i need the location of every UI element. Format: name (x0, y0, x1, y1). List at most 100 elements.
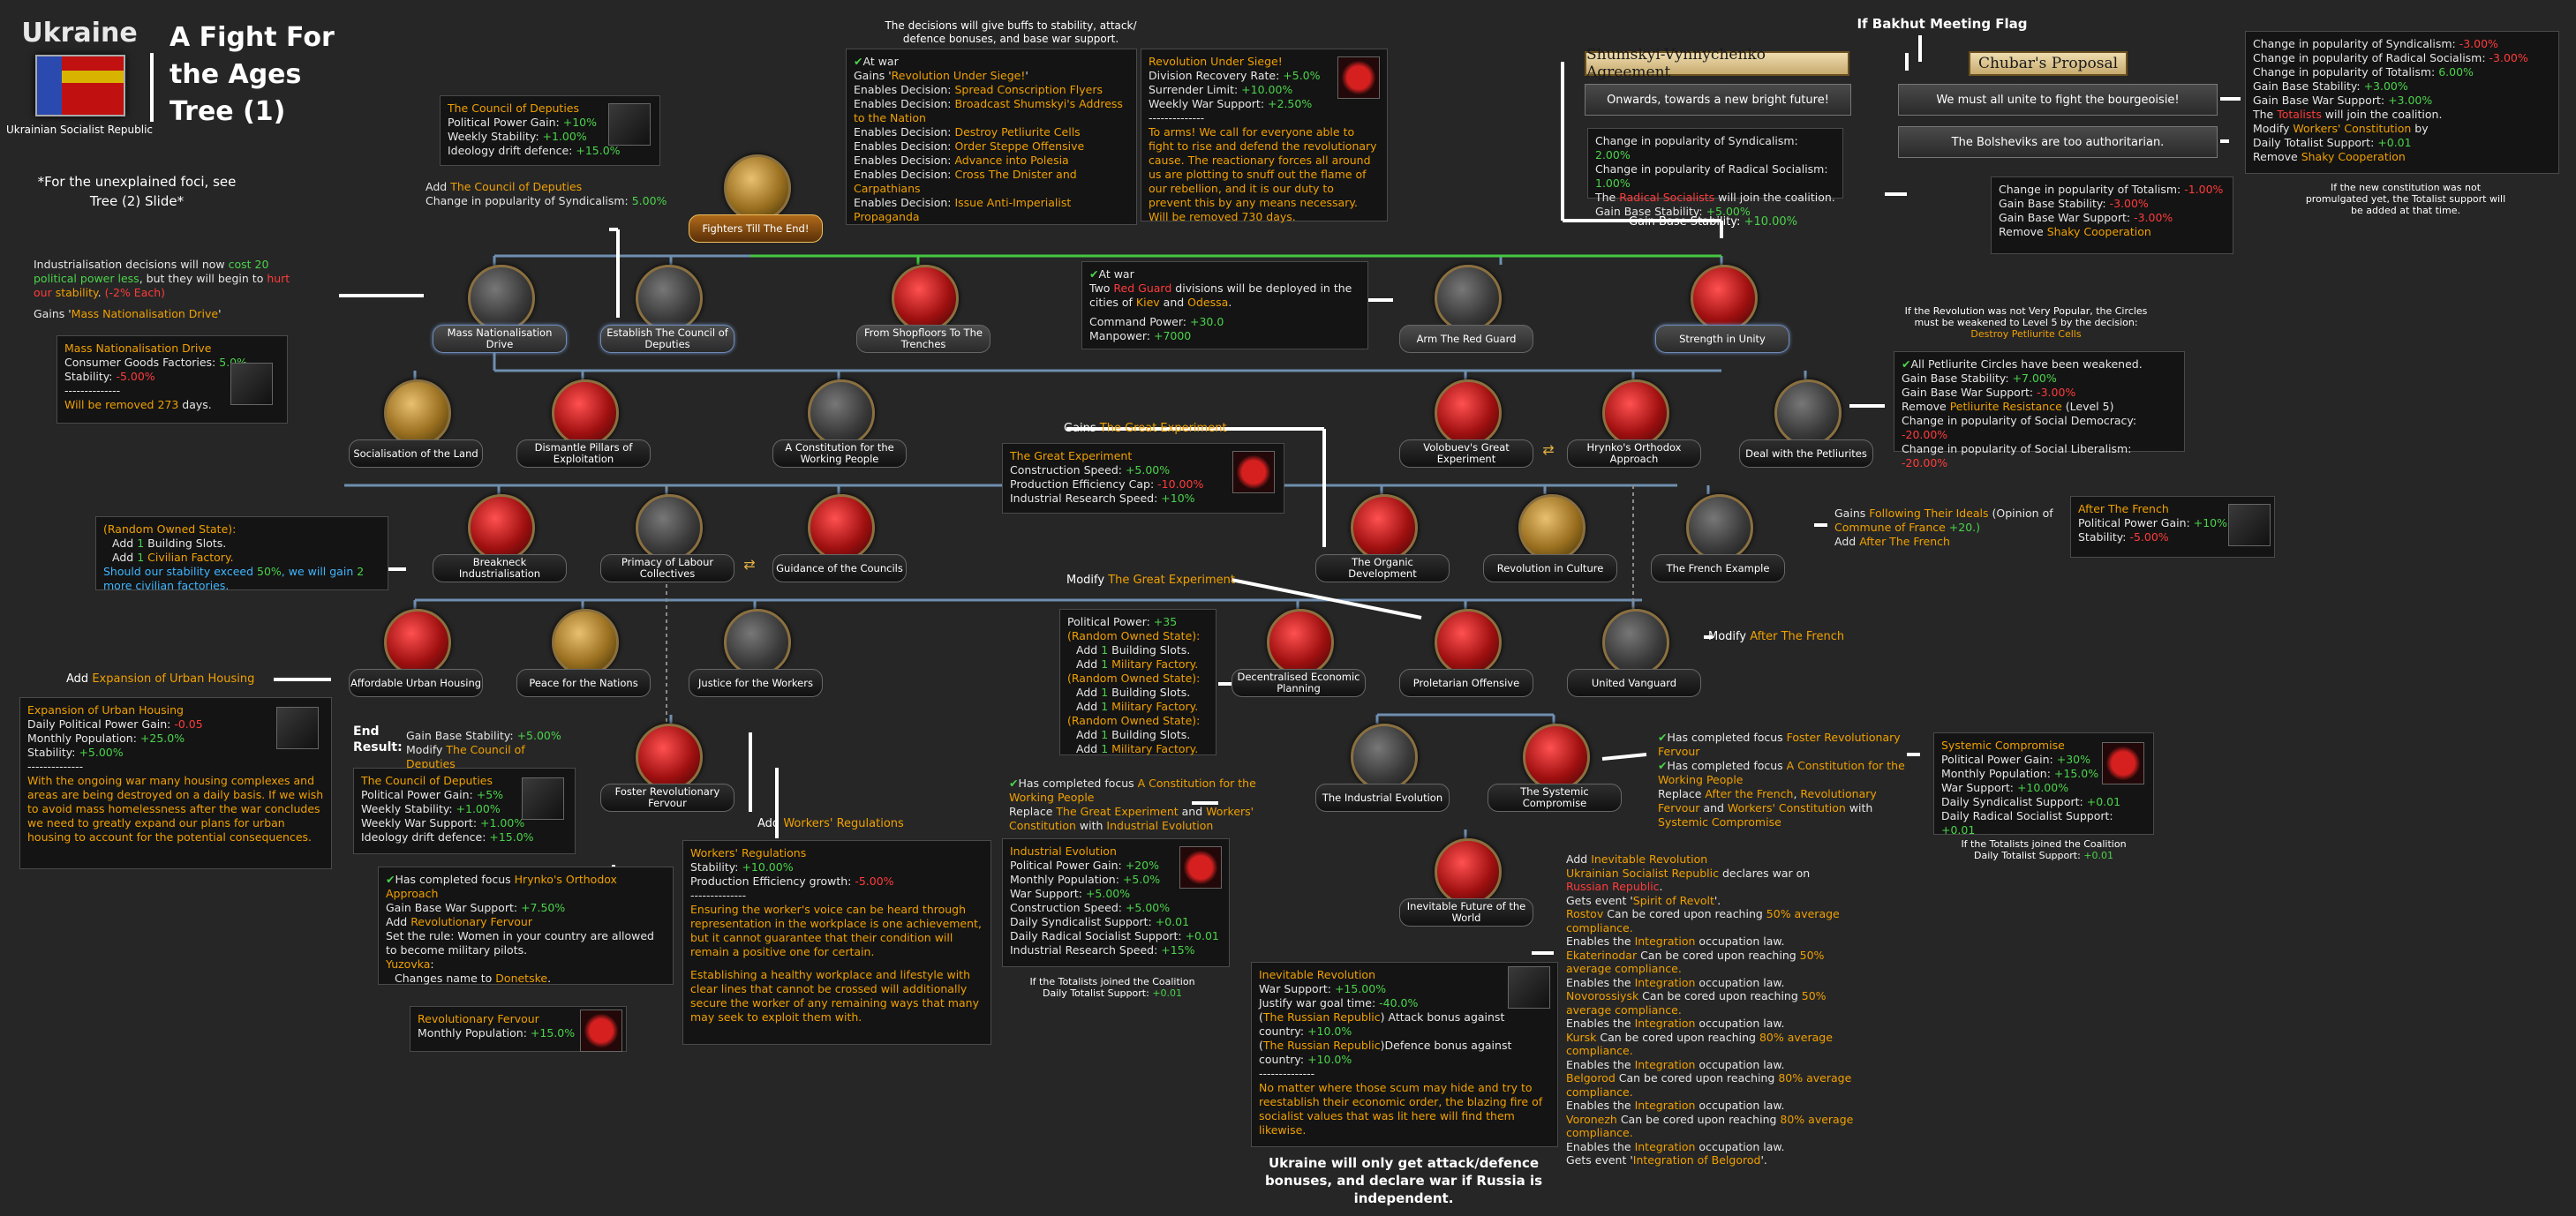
totalists-note-industrial: If the Totalists joined the Coalition Da… (1015, 976, 1209, 999)
industrial-image (1179, 846, 1222, 889)
tooltip-council-end-result: The Council of Deputies Political Power … (353, 768, 576, 854)
fervour-image (580, 1010, 622, 1052)
tooltip-decentralised-planning: Political Power: +35 (Random Owned State… (1059, 609, 1216, 755)
focus-icon (552, 379, 619, 447)
tooltip-council-deputies: The Council of Deputies Political Power … (440, 95, 660, 166)
option-onwards-button[interactable]: Onwards, towards a new bright future! (1585, 84, 1851, 116)
french-image (2228, 504, 2271, 546)
focus-organic-development[interactable]: The Organic Development (1315, 494, 1448, 600)
systemic-compromise-prereq: ✔Has completed focus Foster Revolutionar… (1651, 725, 1916, 829)
focus-deal-with-petliurites[interactable]: Deal with the Petliurites (1739, 379, 1872, 485)
industrial-evolution-prereq: ✔Has completed focus A Constitution for … (1002, 771, 1267, 833)
focus-proletarian-offensive[interactable]: Proletarian Offensive (1399, 609, 1532, 715)
council-end-image (522, 777, 564, 820)
modify-after-the-french: Modify After The French (1708, 630, 1844, 643)
russia-independent-note: Ukraine will only get attack/defence bon… (1254, 1154, 1554, 1207)
focus-icon (724, 154, 791, 221)
focus-industrial-evolution[interactable]: The Industrial Evolution (1315, 724, 1448, 829)
tooltip-mass-nationalisation: Mass Nationalisation Drive Consumer Good… (56, 335, 288, 424)
focus-icon (808, 494, 875, 561)
decision-shumskyi-agreement[interactable]: Shumskyi-Vynnychenko Agreement (1585, 51, 1849, 76)
focus-icon (724, 609, 791, 676)
systemic-image (2102, 742, 2144, 784)
tooltip-great-experiment: The Great Experiment Construction Speed:… (1002, 443, 1284, 514)
add-workers-regulations: Add Workers' Regulations (757, 817, 904, 830)
country-name: Ukraine (9, 18, 150, 49)
country-subtitle: Ukrainian Socialist Republic (0, 124, 159, 136)
focus-french-example[interactable]: The French Example (1651, 494, 1783, 600)
focus-icon (1351, 494, 1418, 561)
french-example-effects: Gains Following Their Ideals (Opinion of… (1827, 501, 2064, 552)
focus-icon (1435, 838, 1502, 905)
focus-fighters-till-the-end[interactable]: Fighters Till The End! (689, 154, 821, 260)
focus-icon (1523, 724, 1590, 791)
focus-inevitable-future[interactable]: Inevitable Future of the World (1399, 838, 1532, 944)
modify-great-experiment: Modify The Great Experiment (1066, 574, 1235, 587)
tooltip-deal-with-petliurites: ✔All Petliurite Circles have been weaken… (1894, 351, 2185, 452)
focus-icon (468, 265, 535, 332)
focus-shopfloors-to-trenches[interactable]: From Shopfloors To The Trenches (856, 265, 989, 371)
focus-icon (1435, 609, 1502, 676)
focus-systemic-compromise[interactable]: The Systemic Compromise (1488, 724, 1620, 829)
housing-image (276, 707, 319, 749)
industrialisation-note: Industrialisation decisions will now cos… (26, 252, 318, 332)
focus-constitution-working-people[interactable]: A Constitution for the Working People (772, 379, 905, 485)
focus-icon (892, 265, 959, 332)
focus-hrynko-orthodox-approach[interactable]: Hrynko's Orthodox Approach (1567, 379, 1699, 485)
focus-icon (1518, 494, 1586, 561)
tooltip-revolution-under-siege: Revolution Under Siege! Division Recover… (1141, 49, 1388, 221)
mutually-exclusive-icon: ⇄ (742, 556, 757, 575)
focus-decentralised-planning[interactable]: Decentralised Economic Planning (1232, 609, 1364, 715)
focus-primacy-labour-collectives[interactable]: Primacy of Labour Collectives (600, 494, 733, 600)
focus-arm-the-red-guard[interactable]: Arm The Red Guard (1399, 265, 1532, 371)
option-unite-button[interactable]: We must all unite to fight the bourgeois… (1898, 84, 2218, 116)
tooltip-red-guard: ✔At war Two Red Guard divisions will be … (1081, 261, 1368, 349)
decisions-note: The decisions will give buffs to stabili… (883, 19, 1139, 46)
gain-stability-label: Gain Base Stability: +10.00% (1629, 215, 1797, 229)
focus-affordable-urban-housing[interactable]: Affordable Urban Housing (349, 609, 481, 715)
tooltip-chubar-effects: Change in popularity of Totalism: -1.00%… (1991, 176, 2233, 254)
focus-breakneck-industrialisation[interactable]: Breakneck Industrialisation (433, 494, 565, 600)
focus-icon (384, 379, 451, 447)
focus-dismantle-pillars[interactable]: Dismantle Pillars of Exploitation (516, 379, 649, 485)
title-divider (150, 53, 154, 122)
tooltip-industrial-evolution: Industrial Evolution Political Power Gai… (1002, 838, 1230, 967)
focus-icon (636, 265, 703, 332)
council-image (608, 103, 651, 146)
add-expansion-urban-housing: Add Expansion of Urban Housing (66, 672, 254, 686)
tooltip-shumskyi-effects: Change in popularity of Syndicalism: 2.0… (1587, 128, 1843, 199)
focus-peace-for-nations[interactable]: Peace for the Nations (516, 609, 649, 715)
new-constitution-note: If the new constitution was not promulga… (2304, 182, 2507, 216)
focus-guidance-of-councils[interactable]: Guidance of the Councils (772, 494, 905, 600)
focus-icon (1267, 609, 1334, 676)
decision-chubar-proposal[interactable]: Chubar's Proposal (1969, 51, 2128, 76)
tooltip-unite-effects: Change in popularity of Syndicalism: -3.… (2245, 31, 2559, 174)
focus-strength-in-unity[interactable]: Strength in Unity (1655, 265, 1788, 371)
focus-icon (468, 494, 535, 561)
focus-establish-council[interactable]: Establish The Council of Deputies (600, 265, 733, 371)
siege-image (1337, 56, 1380, 99)
focus-revolution-in-culture[interactable]: Revolution in Culture (1483, 494, 1616, 600)
totalists-note-systemic: If the Totalists joined the Coalition Da… (1942, 838, 2145, 861)
focus-icon (384, 609, 451, 676)
tooltip-expansion-urban-housing: Expansion of Urban Housing Daily Politic… (19, 697, 332, 869)
option-bolsheviks-button[interactable]: The Bolsheviks are too authoritarian. (1898, 126, 2218, 158)
focus-volobuev-great-experiment[interactable]: Volobuev's Great Experiment (1399, 379, 1532, 485)
focus-united-vanguard[interactable]: United Vanguard (1567, 609, 1699, 715)
tooltip-inevitable-revolution: Inevitable Revolution War Support: +15.0… (1251, 962, 1558, 1147)
petliurite-cells-note: If the Revolution was not Very Popular, … (1902, 305, 2150, 340)
focus-icon (808, 379, 875, 447)
mutually-exclusive-icon: ⇄ (1540, 441, 1556, 461)
inevitable-image (1508, 966, 1550, 1009)
experiment-image (1232, 451, 1275, 493)
focus-socialisation-of-the-land[interactable]: Socialisation of the Land (349, 379, 481, 485)
unexplained-foci-note: *For the unexplained foci, see Tree (2) … (26, 172, 247, 211)
focus-justice-for-workers[interactable]: Justice for the Workers (689, 609, 821, 715)
focus-icon (636, 494, 703, 561)
focus-icon (1435, 265, 1502, 332)
nationalisation-image (230, 363, 273, 405)
focus-foster-revolutionary-fervour[interactable]: Foster Revolutionary Fervour (600, 724, 733, 829)
focus-icon (636, 724, 703, 791)
focus-icon (1602, 379, 1669, 447)
focus-mass-nationalisation-drive[interactable]: Mass Nationalisation Drive (433, 265, 565, 371)
